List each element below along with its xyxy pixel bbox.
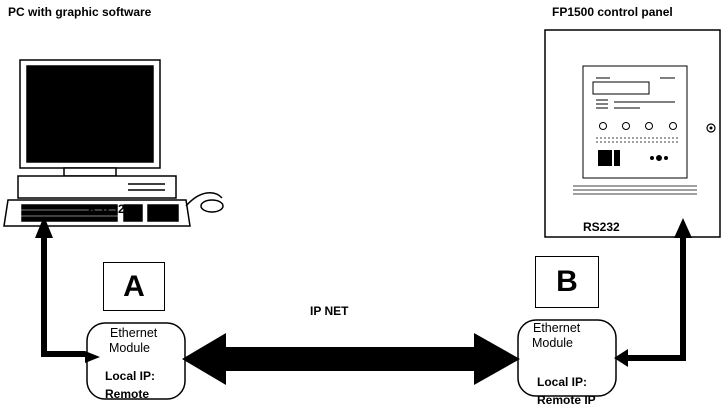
ethernet-module-b-outline xyxy=(517,319,617,397)
panel-title: FP1500 control panel xyxy=(552,5,673,19)
module-b-ip-line1: Local IP: xyxy=(537,375,588,389)
module-a-letter: A xyxy=(103,262,165,311)
panel-rs232-label: RS232 xyxy=(583,220,620,234)
pc-computer-icon xyxy=(3,59,224,227)
ip-net-label: IP NET xyxy=(310,304,349,318)
rs232-link-left xyxy=(35,216,100,363)
module-b-line1: Ethernet xyxy=(533,321,581,335)
module-a-ip-line1: Local IP: xyxy=(105,369,156,383)
module-a-ip-line2: Remote xyxy=(105,387,150,401)
module-a-line2: Module xyxy=(109,341,150,355)
module-b-line2: Module xyxy=(532,336,573,350)
module-b-ip-line2: Remote IP xyxy=(537,393,596,407)
ip-net-double-arrow xyxy=(182,333,520,385)
control-panel-icon xyxy=(544,29,721,238)
pc-title: PC with graphic software xyxy=(8,5,152,19)
rs232-link-right xyxy=(614,218,692,367)
module-b-letter: B xyxy=(535,256,599,308)
pc-rs232-label: RS232 xyxy=(88,202,125,216)
module-a-line1: Ethernet xyxy=(110,326,158,340)
ethernet-module-a-outline xyxy=(86,322,186,400)
